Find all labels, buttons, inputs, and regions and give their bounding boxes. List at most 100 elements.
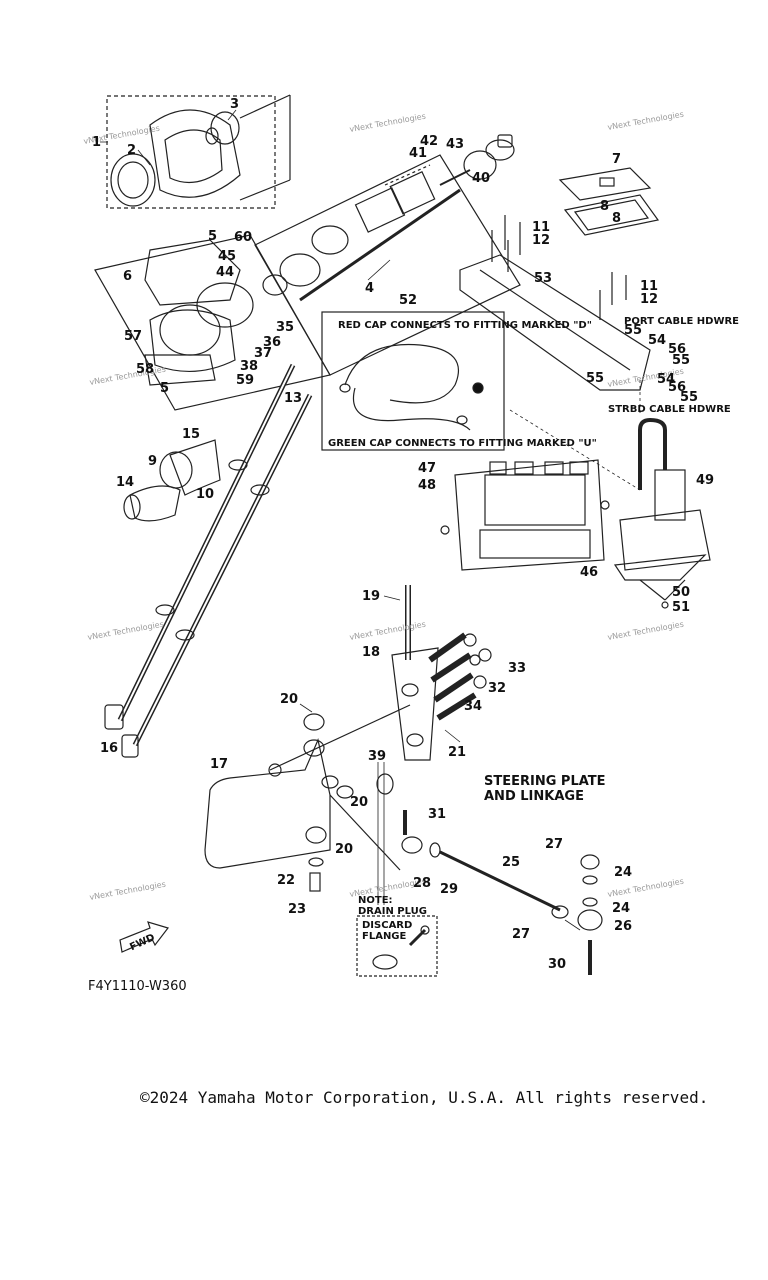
callout: 31: [428, 807, 446, 822]
callout: 56: [668, 380, 686, 395]
red-cap-label: RED CAP CONNECTS TO FITTING MARKED "D": [338, 320, 592, 331]
callout: 56: [668, 342, 686, 357]
callout: 54: [648, 333, 666, 348]
callout: 29: [440, 882, 458, 897]
callout: 17: [210, 757, 228, 772]
callout: 8: [612, 211, 621, 226]
hose-kit: [321, 311, 505, 451]
callout: 43: [446, 137, 464, 152]
callout: 20: [335, 842, 353, 857]
callout: 3: [230, 97, 239, 112]
watermark: vNext Technologies: [607, 110, 685, 132]
callout: 51: [672, 600, 690, 615]
hose-and-clamp: [123, 439, 221, 522]
handlebar-housing: [94, 234, 331, 411]
cover-plate: [558, 167, 660, 236]
fwd-arrow: [119, 921, 170, 953]
callout: 4: [365, 281, 374, 296]
callout: 16: [100, 741, 118, 756]
callout: 12: [532, 233, 550, 248]
callout: 18: [362, 645, 380, 660]
watermark: vNext Technologies: [349, 112, 427, 134]
steering-post: [391, 585, 492, 761]
callout: 11: [532, 220, 550, 235]
callout: 50: [672, 585, 690, 600]
callout: 59: [236, 373, 254, 388]
callout: 13: [284, 391, 302, 406]
watermark: vNext Technologies: [607, 877, 685, 899]
port-cable-label: PORT CABLE HDWRE: [624, 316, 739, 327]
callout: 35: [276, 320, 294, 335]
strbd-cable-label: STRBD CABLE HDWRE: [608, 404, 731, 415]
callout: 37: [254, 346, 272, 361]
callout: 7: [612, 152, 621, 167]
callout: 44: [216, 265, 234, 280]
callout: 60: [234, 230, 252, 245]
callout: 24: [612, 901, 630, 916]
callout: 20: [280, 692, 298, 707]
callout: 6: [123, 269, 132, 284]
callout: 30: [548, 957, 566, 972]
callout: 39: [368, 749, 386, 764]
callout: 33: [508, 661, 526, 676]
callout: 22: [277, 873, 295, 888]
callout: 27: [512, 927, 530, 942]
callout: 54: [657, 372, 675, 387]
control-module: [440, 459, 610, 571]
callout: 48: [418, 478, 436, 493]
steering-column: [254, 134, 521, 376]
green-cap-label: GREEN CAP CONNECTS TO FITTING MARKED "U": [328, 438, 597, 449]
callout: 32: [488, 681, 506, 696]
callout: 25: [502, 855, 520, 870]
callout: 41: [409, 146, 427, 161]
leader-lines: [100, 109, 641, 931]
callout: 58: [136, 362, 154, 377]
callout: 1: [92, 135, 101, 150]
callout: 55: [680, 390, 698, 405]
callout: 53: [534, 271, 552, 286]
discard-label: DISCARD: [362, 920, 412, 931]
cable-bracket: [459, 215, 651, 391]
diagram-code: F4Y1110-W360: [88, 979, 187, 994]
callout: 12: [640, 292, 658, 307]
flange-label: FLANGE: [362, 931, 407, 942]
callout: 49: [696, 473, 714, 488]
watermark: vNext Technologies: [87, 620, 165, 642]
drain-plug-label: DRAIN PLUG: [358, 906, 427, 917]
steering-wheel: [106, 94, 291, 209]
callout: 55: [672, 353, 690, 368]
callout: 40: [472, 171, 490, 186]
note-label: NOTE:: [358, 895, 393, 906]
callout: 27: [545, 837, 563, 852]
callout: 38: [240, 359, 258, 374]
callout: 24: [614, 865, 632, 880]
steering-plate-subtitle: AND LINKAGE: [484, 789, 584, 804]
callout: 28: [413, 876, 431, 891]
callout: 2: [127, 143, 136, 158]
callout: 14: [116, 475, 134, 490]
callout: 26: [614, 919, 632, 934]
callout: 45: [218, 249, 236, 264]
callout: 21: [448, 745, 466, 760]
steering-plate-title: STEERING PLATE: [484, 774, 606, 789]
callout: 15: [182, 427, 200, 442]
callout: 57: [124, 329, 142, 344]
callout: 5: [160, 381, 169, 396]
callout: 5: [208, 229, 217, 244]
callout: 8: [600, 199, 609, 214]
callout: 9: [148, 454, 157, 469]
watermark: vNext Technologies: [607, 620, 685, 642]
callout: 46: [580, 565, 598, 580]
callout: 55: [586, 371, 604, 386]
copyright-notice: ©2024 Yamaha Motor Corporation, U.S.A. A…: [140, 1088, 709, 1107]
callout: 20: [350, 795, 368, 810]
callout: 23: [288, 902, 306, 917]
watermark: vNext Technologies: [89, 880, 167, 902]
callout: 11: [640, 279, 658, 294]
callout: 52: [399, 293, 417, 308]
hydraulic-pump: [613, 417, 711, 609]
watermark: vNext Technologies: [349, 620, 427, 642]
callout: 36: [263, 335, 281, 350]
callout: 34: [464, 699, 482, 714]
